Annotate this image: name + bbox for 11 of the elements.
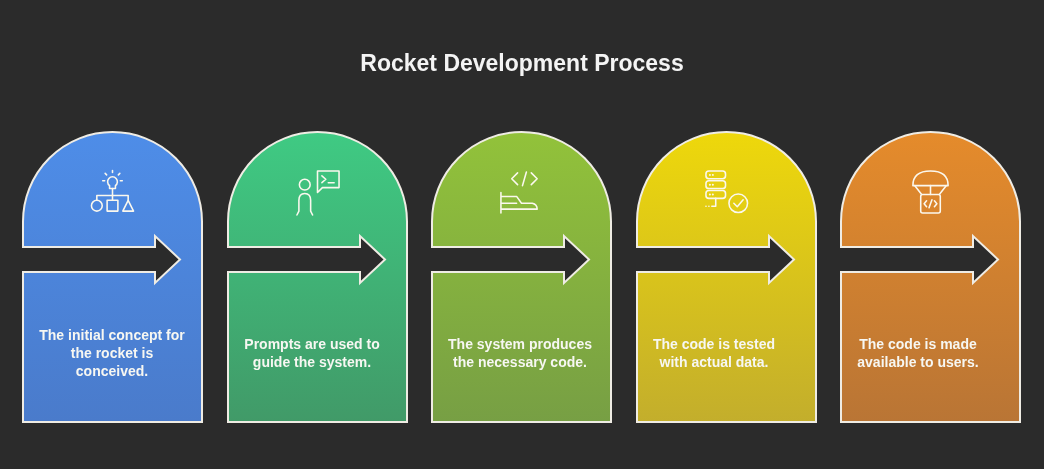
step-description: The code is made available to users.	[856, 335, 980, 371]
step-description: The system produces the necessary code.	[447, 335, 593, 371]
diagram-title: Rocket Development Process	[360, 49, 684, 78]
step-description: The initial concept for the rocket is conceived.	[38, 326, 186, 380]
step-description: Prompts are used to guide the system.	[243, 335, 381, 371]
step-description: The code is tested with actual data.	[651, 335, 777, 371]
arch-card	[431, 131, 612, 423]
arch-card	[636, 131, 817, 423]
arch-card	[227, 131, 408, 423]
arch-card	[840, 131, 1021, 423]
arch-card	[22, 131, 203, 423]
